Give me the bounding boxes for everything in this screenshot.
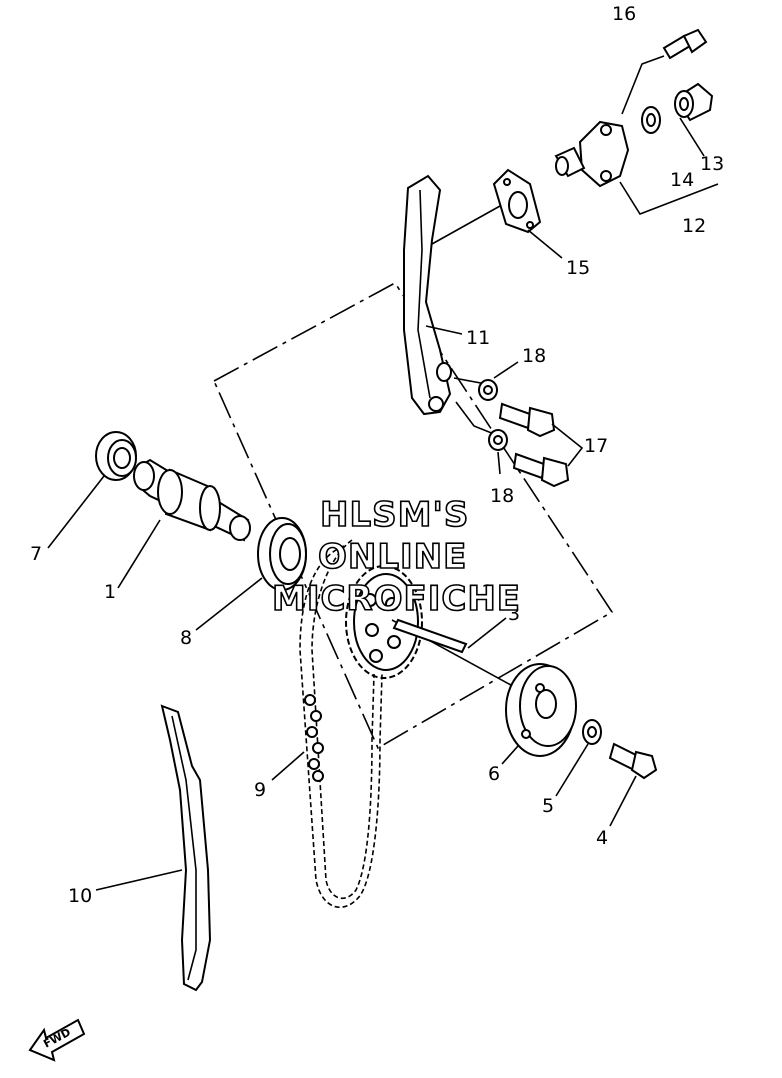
guide-bolt-lower xyxy=(512,452,570,488)
tensioner-cap-bolt xyxy=(674,82,714,122)
watermark: HLSM'S ONLINE MICROFICHE xyxy=(271,494,521,620)
callout-11: 11 xyxy=(466,327,490,349)
callout-labels: 16 13 14 12 15 11 18 17 18 7 1 8 2 3 6 9… xyxy=(30,3,724,907)
watermark-line2: ONLINE xyxy=(318,537,467,577)
callout-18-lower: 18 xyxy=(490,485,514,507)
callout-10: 10 xyxy=(68,885,92,907)
washer-upper xyxy=(478,379,498,401)
guide-bolt-upper xyxy=(498,402,556,438)
callout-4: 4 xyxy=(596,827,608,849)
callout-14: 14 xyxy=(670,169,694,191)
bearing-left xyxy=(95,431,137,481)
plate-washer xyxy=(582,719,602,745)
washer-lower xyxy=(488,429,508,451)
tensioner-gasket-plate xyxy=(492,168,542,234)
callout-16: 16 xyxy=(612,3,636,25)
callout-8: 8 xyxy=(180,627,192,649)
callout-12: 12 xyxy=(682,215,706,237)
fwd-arrow-icon: FWD xyxy=(28,1018,86,1062)
callout-7: 7 xyxy=(30,543,42,565)
callout-13: 13 xyxy=(700,153,724,175)
callout-18-upper: 18 xyxy=(522,345,546,367)
tensioner-assembly xyxy=(554,120,630,188)
callout-17: 17 xyxy=(584,435,608,457)
reference-plane xyxy=(212,281,614,750)
dowel-pin xyxy=(392,618,468,654)
chain-guide-upper xyxy=(403,174,452,416)
watermark-line3: MICROFICHE xyxy=(272,579,521,619)
chain-guide-lower xyxy=(160,704,212,992)
sprocket-plate xyxy=(505,663,577,757)
bearing-right xyxy=(257,517,307,591)
callout-15: 15 xyxy=(566,257,590,279)
cam-chain xyxy=(299,539,383,908)
watermark-line1: HLSM'S xyxy=(320,495,469,535)
chain-links xyxy=(304,694,324,782)
callout-6: 6 xyxy=(488,763,500,785)
callout-9: 9 xyxy=(254,779,266,801)
callout-1: 1 xyxy=(104,581,116,603)
cam-sprocket xyxy=(345,565,423,679)
camshaft xyxy=(133,458,251,542)
callout-5: 5 xyxy=(542,795,554,817)
callout-2: 2 xyxy=(482,581,494,603)
tensioner-gasket xyxy=(641,106,661,134)
callout-3: 3 xyxy=(508,603,520,625)
plate-bolt xyxy=(608,742,658,780)
tensioner-bolt xyxy=(662,28,708,60)
